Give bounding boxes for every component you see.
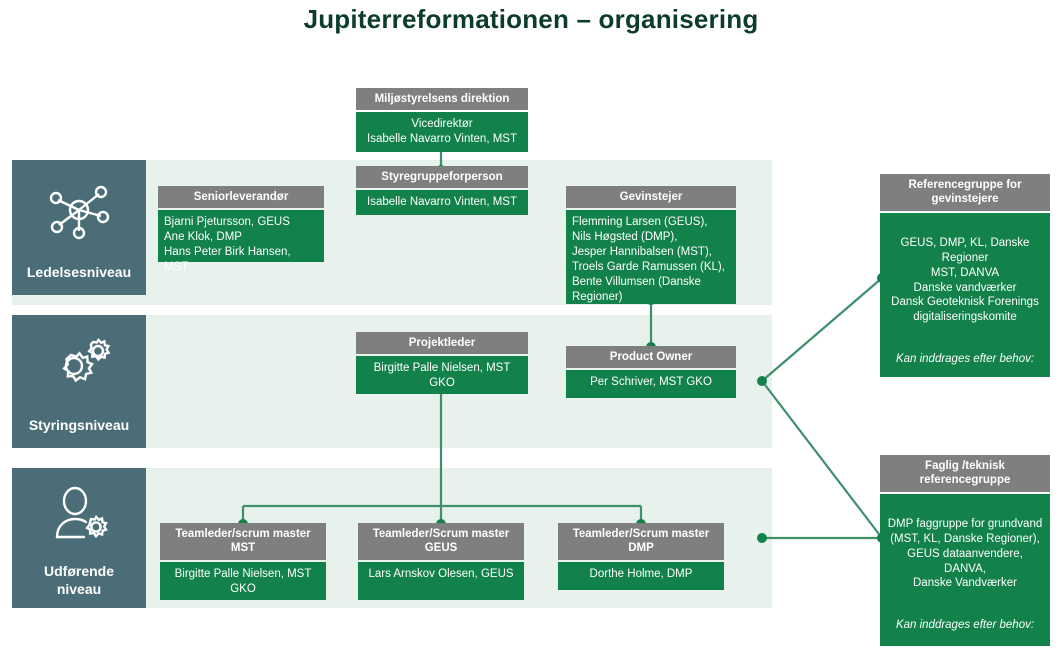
person-gear-icon [12, 468, 146, 563]
node-direktion-body: Vicedirektør Isabelle Navarro Vinten, MS… [356, 112, 528, 153]
node-teamleder-geus[interactable]: Teamleder/Scrum master GEUS Lars Arnskov… [358, 523, 524, 600]
node-teamleder-dmp-header: Teamleder/Scrum master DMP [558, 523, 724, 560]
node-referencegruppe-gevinstejere-body: GEUS, DMP, KL, Danske Regioner MST, DANV… [880, 212, 1050, 425]
node-styregruppeforperson[interactable]: Styregruppeforperson Isabelle Navarro Vi… [356, 166, 528, 216]
node-faglig-teknisk-referencegruppe-header: Faglig /teknisk referencegruppe [880, 455, 1050, 492]
node-product-owner-body: Per Schriver, MST GKO [566, 370, 736, 399]
level-panel-label: Ledelsesniveau [26, 263, 132, 280]
node-faglig-teknisk-referencegruppe-body: DMP faggruppe for grundvand (MST, KL, Da… [880, 493, 1050, 659]
node-referencegruppe-gevinstejere-header: Referencegruppe for gevinstejere [880, 174, 1050, 211]
node-teamleder-geus-header: Teamleder/Scrum master GEUS [358, 523, 524, 560]
node-projektleder[interactable]: Projektleder Birgitte Palle Nielsen, MST… [356, 332, 528, 395]
node-gevinstejer[interactable]: Gevinstejer Flemming Larsen (GEUS), Nils… [566, 186, 736, 305]
node-teamleder-dmp-body: Dorthe Holme, DMP [558, 561, 724, 590]
node-projektleder-header: Projektleder [356, 332, 528, 355]
faglig-teknisk-members: DMP faggruppe for grundvand (MST, KL, Da… [887, 517, 1043, 590]
node-teamleder-dmp[interactable]: Teamleder/Scrum master DMP Dorthe Holme,… [558, 523, 724, 590]
level-panel-styringsniveau: Styringsniveau [12, 315, 146, 448]
level-panel-label: Udførende niveau [44, 563, 114, 597]
node-referencegruppe-gevinstejere[interactable]: Referencegruppe for gevinstejere GEUS, D… [880, 174, 1050, 425]
node-direktion[interactable]: Miljøstyrelsens direktion Vicedirektør I… [356, 88, 528, 153]
node-teamleder-mst[interactable]: Teamleder/scrum master MST Birgitte Pall… [160, 523, 326, 600]
level-panel-udforende-niveau: Udførende niveau [12, 468, 146, 608]
faglig-teknisk-note-body: Evt. 3. partsleverandører, GKO-fagfolk, … [900, 649, 1030, 659]
node-styregruppeforperson-body: Isabelle Navarro Vinten, MST [356, 190, 528, 216]
node-seniorleverandor-header: Seniorleverandør [158, 186, 324, 209]
node-faglig-teknisk-referencegruppe[interactable]: Faglig /teknisk referencegruppe DMP fagg… [880, 455, 1050, 659]
level-panel-ledelsesniveau: Ledelsesniveau [12, 160, 146, 295]
referencegruppe-gevinstejere-note-label: Kan inddrages efter behov: [895, 353, 1035, 366]
node-teamleder-mst-body: Birgitte Palle Nielsen, MST GKO [160, 561, 326, 600]
level-panel-label: Styringsniveau [28, 416, 130, 433]
node-styregruppeforperson-header: Styregruppeforperson [356, 166, 528, 189]
node-teamleder-mst-header: Teamleder/scrum master MST [160, 523, 326, 560]
referencegruppe-gevinstejere-note-body: Laboratorier, 3. partsleverandører, Dans… [897, 383, 1033, 425]
node-gevinstejer-header: Gevinstejer [566, 186, 736, 209]
node-projektleder-body: Birgitte Palle Nielsen, MST GKO [356, 356, 528, 395]
referencegruppe-gevinstejere-members: GEUS, DMP, KL, Danske Regioner MST, DANV… [891, 236, 1039, 324]
node-seniorleverandor[interactable]: Seniorleverandør Bjarni Pjetursson, GEUS… [158, 186, 324, 273]
node-direktion-header: Miljøstyrelsens direktion [356, 88, 528, 111]
node-product-owner[interactable]: Product Owner Per Schriver, MST GKO [566, 346, 736, 399]
network-nodes-icon [12, 160, 146, 264]
faglig-teknisk-note-label: Kan inddrages efter behov: [895, 619, 1035, 632]
node-product-owner-header: Product Owner [566, 346, 736, 369]
node-gevinstejer-body: Flemming Larsen (GEUS), Nils Høgsted (DM… [566, 210, 736, 305]
node-teamleder-geus-body: Lars Arnskov Olesen, GEUS [358, 561, 524, 600]
node-seniorleverandor-body: Bjarni Pjetursson, GEUS Ane Klok, DMP Ha… [158, 210, 324, 273]
gears-icon [12, 315, 146, 417]
page-title: Jupiterreformationen – organisering [303, 4, 759, 34]
